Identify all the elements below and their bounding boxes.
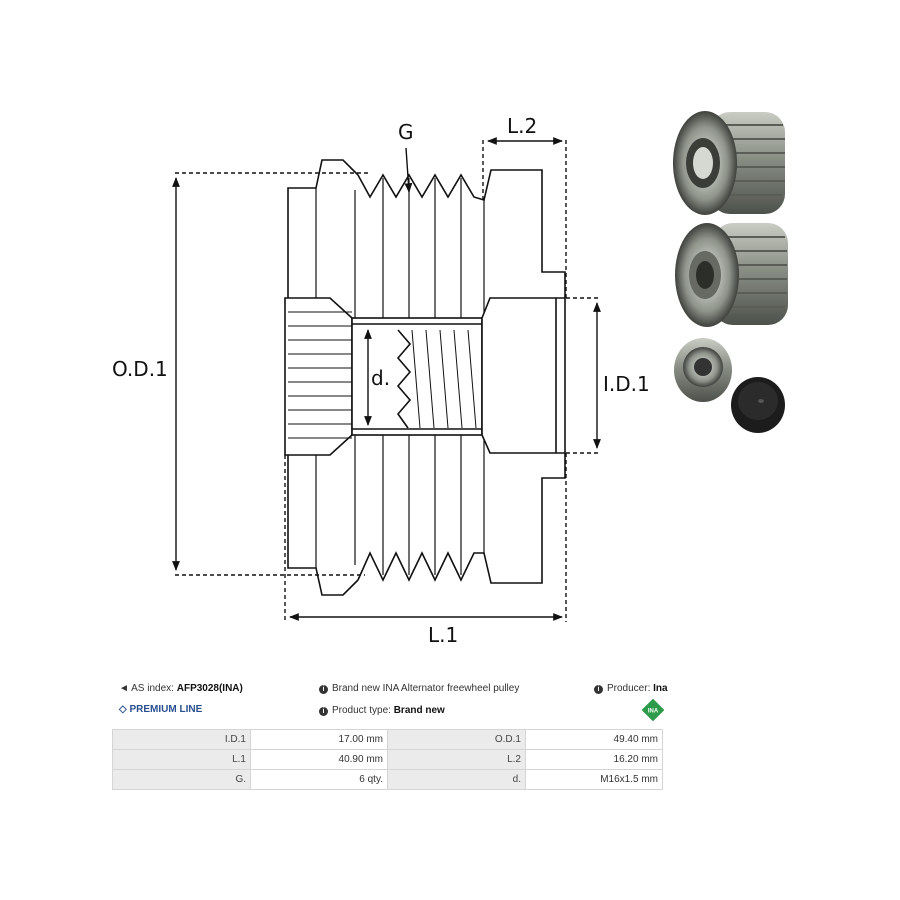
spec-value: 6 qty.	[250, 769, 388, 790]
pulley-photo-angled	[675, 223, 788, 327]
diamond-icon: ◇	[119, 704, 127, 715]
table-row: I.D.1 17.00 mm O.D.1 49.40 mm	[112, 729, 663, 750]
spec-label: G.	[112, 769, 251, 790]
info-icon: i	[319, 685, 328, 694]
premium-line-badge: ◇ PREMIUM LINE	[119, 704, 202, 715]
spec-value: 16.20 mm	[525, 749, 663, 770]
spec-label: I.D.1	[112, 729, 251, 750]
producer: i Producer: Ina	[594, 683, 668, 694]
description-text: Brand new INA Alternator freewheel pulle…	[332, 683, 520, 694]
as-index: ◄ AS index: AFP3028(INA)	[119, 683, 243, 694]
spec-value: M16x1.5 mm	[525, 769, 663, 790]
label-d: d.	[371, 366, 390, 390]
product-type-label: Product type:	[332, 705, 391, 716]
spec-label: L.1	[112, 749, 251, 770]
label-l1: L.1	[428, 623, 458, 647]
label-g: G	[398, 120, 414, 144]
product-photos	[673, 111, 788, 433]
label-id1: I.D.1	[603, 372, 650, 396]
spec-value: 17.00 mm	[250, 729, 388, 750]
product-type-value: Brand new	[393, 705, 445, 716]
spec-label: d.	[387, 769, 526, 790]
tag-icon: ◄	[119, 683, 129, 694]
spec-label: L.2	[387, 749, 526, 770]
table-row: L.1 40.90 mm L.2 16.20 mm	[112, 749, 663, 770]
info-icon: i	[319, 707, 328, 716]
spec-table: I.D.1 17.00 mm O.D.1 49.40 mm L.1 40.90 …	[112, 729, 663, 790]
spec-value: 49.40 mm	[525, 729, 663, 750]
pulley-dimension-diagram: G L.2 O.D.1 d. I.D.1 L.1	[112, 114, 650, 647]
spec-label: O.D.1	[387, 729, 526, 750]
premium-line-label: PREMIUM LINE	[129, 704, 203, 715]
spec-value: 40.90 mm	[250, 749, 388, 770]
producer-value: Ina	[653, 683, 668, 694]
info-icon: i	[594, 685, 603, 694]
ina-logo-text: INA	[648, 709, 659, 715]
pulley-photo-with-cap	[674, 338, 785, 433]
pulley-photo-front	[673, 111, 785, 215]
as-index-label: AS index:	[131, 683, 174, 694]
label-od1: O.D.1	[112, 357, 168, 381]
product-type: i Product type: Brand new	[319, 705, 445, 716]
ina-logo: INA	[642, 699, 664, 721]
producer-label: Producer:	[607, 683, 651, 694]
table-row: G. 6 qty. d. M16x1.5 mm	[112, 769, 663, 790]
label-l2: L.2	[507, 114, 537, 138]
description: i Brand new INA Alternator freewheel pull…	[319, 683, 519, 694]
as-index-value: AFP3028(INA)	[176, 683, 243, 694]
